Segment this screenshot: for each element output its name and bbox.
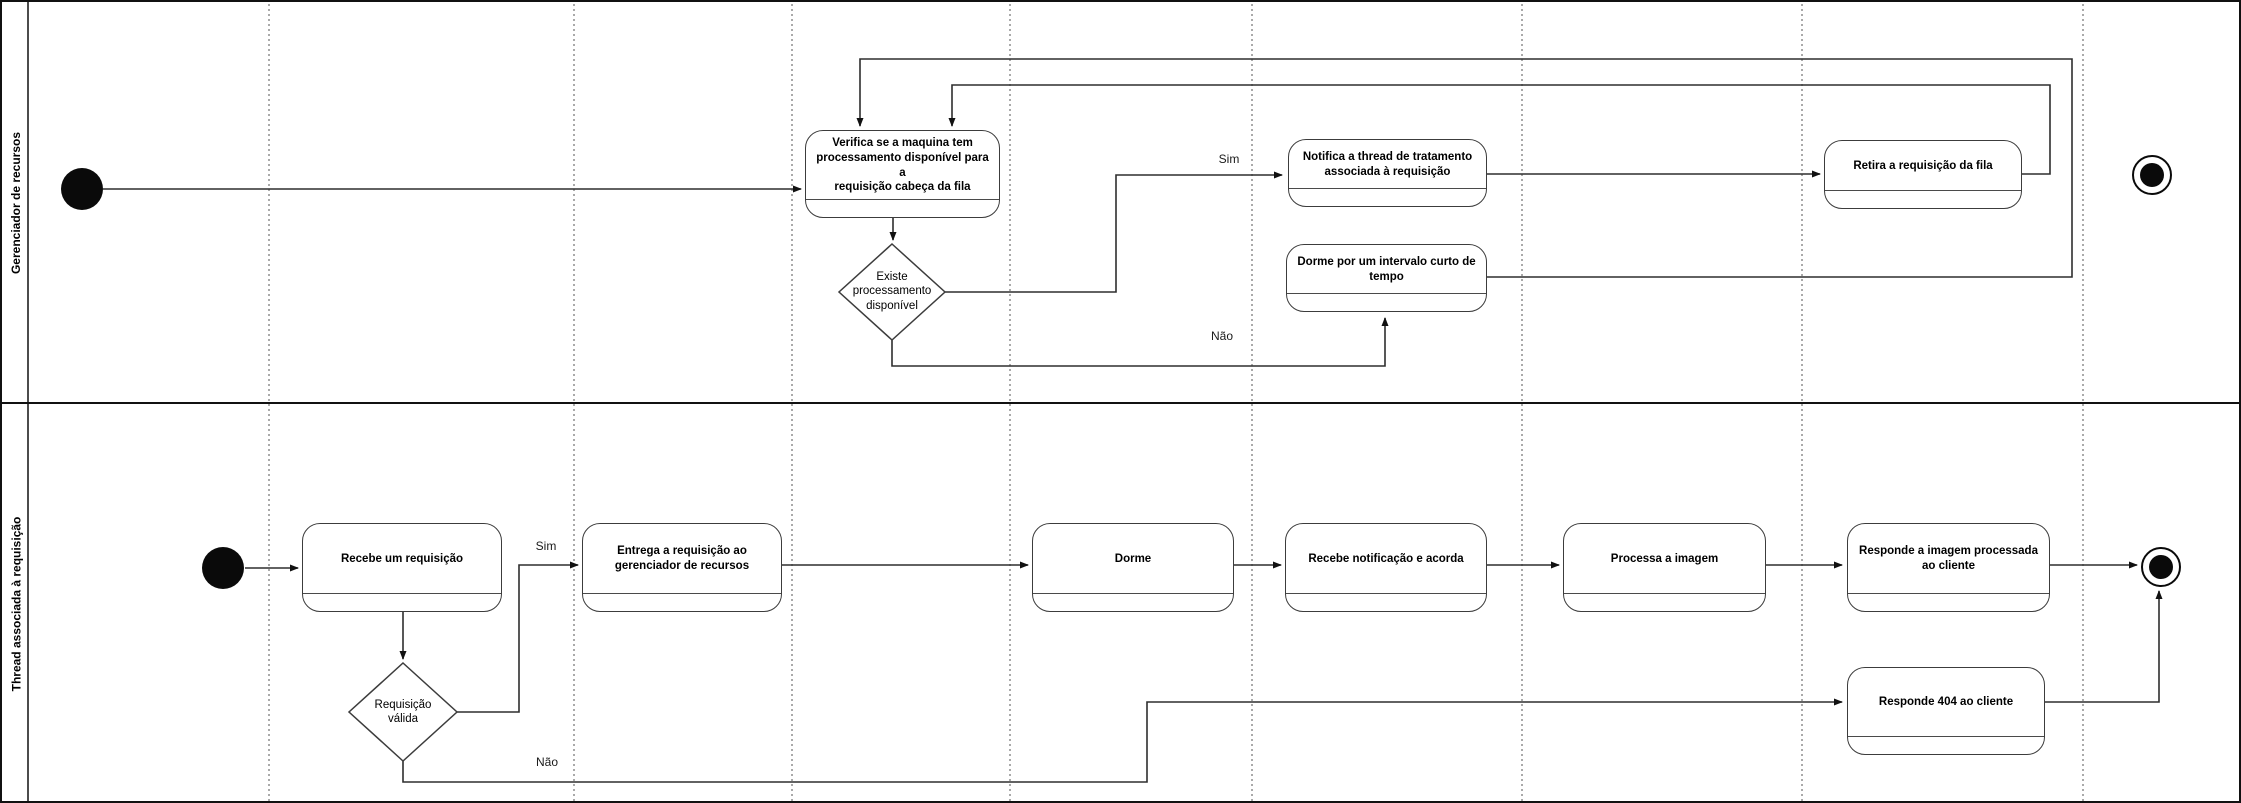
edge-retira-loop-to-verifica[interactable] xyxy=(948,84,2051,175)
activity-notifica-label: Notifica a thread de tratamento associad… xyxy=(1302,150,1473,178)
edge-responde-404-to-final[interactable] xyxy=(2045,590,2163,703)
activity-notifica-thread[interactable]: Notifica a thread de tratamento associad… xyxy=(1288,139,1487,207)
activity-separator xyxy=(1289,188,1486,189)
activity-separator xyxy=(303,593,501,594)
activity-recebe-notificacao-label: Recebe notificação e acorda xyxy=(1308,552,1464,565)
activity-verifica-label: Verifica se a maquina tem processamento … xyxy=(816,137,989,194)
activity-separator xyxy=(1848,736,2044,737)
activity-separator xyxy=(1564,593,1765,594)
edge-existe-nao-to-dorme-intervalo[interactable] xyxy=(891,317,1389,367)
edge-label-nao-gerenciador: Não xyxy=(1210,329,1233,343)
edge-valida-nao-to-responde-404[interactable] xyxy=(402,698,1843,783)
edge-existe-sim-to-notifica[interactable] xyxy=(945,171,1283,293)
initial-node-thread[interactable] xyxy=(202,547,244,589)
activity-responde-imagem[interactable]: Responde a imagem processada ao cliente xyxy=(1847,523,2050,612)
activity-separator xyxy=(1848,593,2049,594)
activity-dorme-intervalo[interactable]: Dorme por um intervalo curto de tempo xyxy=(1286,244,1487,312)
activity-responde-404-label: Responde 404 ao cliente xyxy=(1878,696,2014,709)
initial-node-gerenciador[interactable] xyxy=(61,168,103,210)
activity-responde-imagem-label: Responde a imagem processada ao cliente xyxy=(1859,545,2038,572)
activity-verifica-maquina[interactable]: Verifica se a maquina tem processamento … xyxy=(805,130,1000,218)
activity-separator xyxy=(1825,190,2021,191)
activity-dorme-intervalo-label: Dorme por um intervalo curto de tempo xyxy=(1297,255,1476,283)
activity-dorme[interactable]: Dorme xyxy=(1032,523,1234,612)
activity-processa-imagem[interactable]: Processa a imagem xyxy=(1563,523,1766,612)
final-node-gerenciador[interactable] xyxy=(2132,155,2172,195)
decision-existe-processamento[interactable] xyxy=(837,242,947,342)
lane-thread-associada: Thread associada à requisição xyxy=(4,403,28,801)
lane-thread-label: Thread associada à requisição xyxy=(9,516,23,692)
activity-separator xyxy=(1033,593,1233,594)
lane-gerenciador-label: Gerenciador de recursos xyxy=(9,131,23,274)
edge-label-sim-gerenciador: Sim xyxy=(1218,152,1240,166)
activity-recebe-label: Recebe um requisição xyxy=(340,552,464,565)
edge-valida-sim-to-entrega[interactable] xyxy=(457,561,579,713)
edge-label-nao-thread: Não xyxy=(535,755,558,769)
activity-processa-label: Processa a imagem xyxy=(1610,552,1719,565)
activity-retira-requisicao[interactable]: Retira a requisição da fila xyxy=(1824,140,2022,209)
decision-valida-label: Requisição válida xyxy=(374,699,432,726)
decision-existe-label: Existe processamento disponível xyxy=(852,271,932,312)
decision-requisicao-valida[interactable] xyxy=(347,661,459,763)
lane-gerenciador-de-recursos: Gerenciador de recursos xyxy=(4,2,28,403)
activity-dorme-label: Dorme xyxy=(1114,552,1152,565)
activity-responde-404[interactable]: Responde 404 ao cliente xyxy=(1847,667,2045,755)
activity-recebe-notificacao[interactable]: Recebe notificação e acorda xyxy=(1285,523,1487,612)
activity-separator xyxy=(1287,293,1486,294)
final-node-dot xyxy=(2149,555,2173,579)
activity-recebe-requisicao[interactable]: Recebe um requisição xyxy=(302,523,502,612)
dashed-column-separators xyxy=(268,4,2084,801)
activity-separator xyxy=(806,199,999,200)
activity-retira-label: Retira a requisição da fila xyxy=(1853,159,1993,172)
edge-dorme-intervalo-loop-to-verifica[interactable] xyxy=(856,58,2073,278)
activity-separator xyxy=(1286,593,1486,594)
final-node-thread[interactable] xyxy=(2141,547,2181,587)
activity-entrega-label: Entrega a requisição ao gerenciador de r… xyxy=(614,545,750,572)
edge-label-sim-thread: Sim xyxy=(535,539,557,553)
activity-separator xyxy=(583,593,781,594)
final-node-dot xyxy=(2140,163,2164,187)
activity-entrega-requisicao[interactable]: Entrega a requisição ao gerenciador de r… xyxy=(582,523,782,612)
